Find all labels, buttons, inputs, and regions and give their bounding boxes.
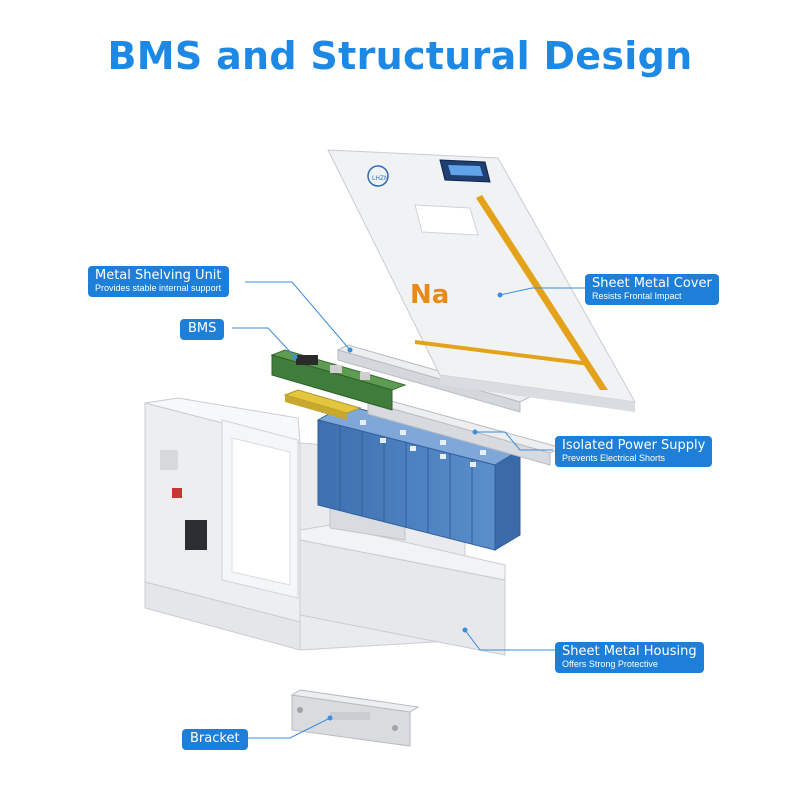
callout-sheet-metal-cover-title: Sheet Metal Cover: [592, 276, 712, 291]
callout-isolated-power-subtitle: Prevents Electrical Shorts: [562, 452, 666, 463]
brand-mark: Na: [410, 280, 449, 310]
callout-sheet-metal-cover: Sheet Metal Cover Resists Frontal Impact: [585, 274, 719, 306]
callout-isolated-power-title: Isolated Power Supply: [562, 438, 706, 453]
callout-bms-title: BMS: [188, 321, 217, 336]
leader-sheet-metal-cover: [499, 287, 585, 296]
callout-bracket: Bracket: [182, 729, 248, 750]
callout-bracket-title: Bracket: [190, 731, 240, 746]
callout-leaders: [232, 281, 585, 739]
callout-sheet-metal-housing-title: Sheet Metal Housing: [562, 644, 697, 659]
callout-isolated-power: Isolated Power Supply Prevents Electrica…: [555, 436, 713, 468]
callout-metal-shelving: Metal Shelving Unit Provides stable inte…: [88, 266, 229, 298]
logo-text: LHZN: [372, 175, 388, 182]
leader-isolated-power: [475, 431, 553, 451]
leader-sheet-metal-housing: [464, 629, 555, 651]
callout-metal-shelving-title: Metal Shelving Unit: [95, 268, 222, 283]
callout-sheet-metal-housing: Sheet Metal Housing Offers Strong Protec…: [555, 642, 704, 674]
battery-cell-pack: [316, 404, 522, 551]
page-title: BMS and Structural Design: [107, 34, 693, 78]
sheet-metal-cover: Na LHZN: [327, 149, 636, 412]
leader-bms: [232, 327, 296, 358]
callout-bms: BMS: [180, 319, 225, 340]
callout-sheet-metal-housing-subtitle: Offers Strong Protective: [562, 658, 658, 669]
bracket: [290, 689, 420, 747]
callout-sheet-metal-cover-subtitle: Resists Frontal Impact: [592, 290, 682, 301]
bms-board: [270, 349, 407, 420]
callout-metal-shelving-subtitle: Provides stable internal support: [95, 282, 222, 293]
leader-metal-shelving: [245, 281, 351, 351]
leader-bracket: [246, 717, 331, 739]
